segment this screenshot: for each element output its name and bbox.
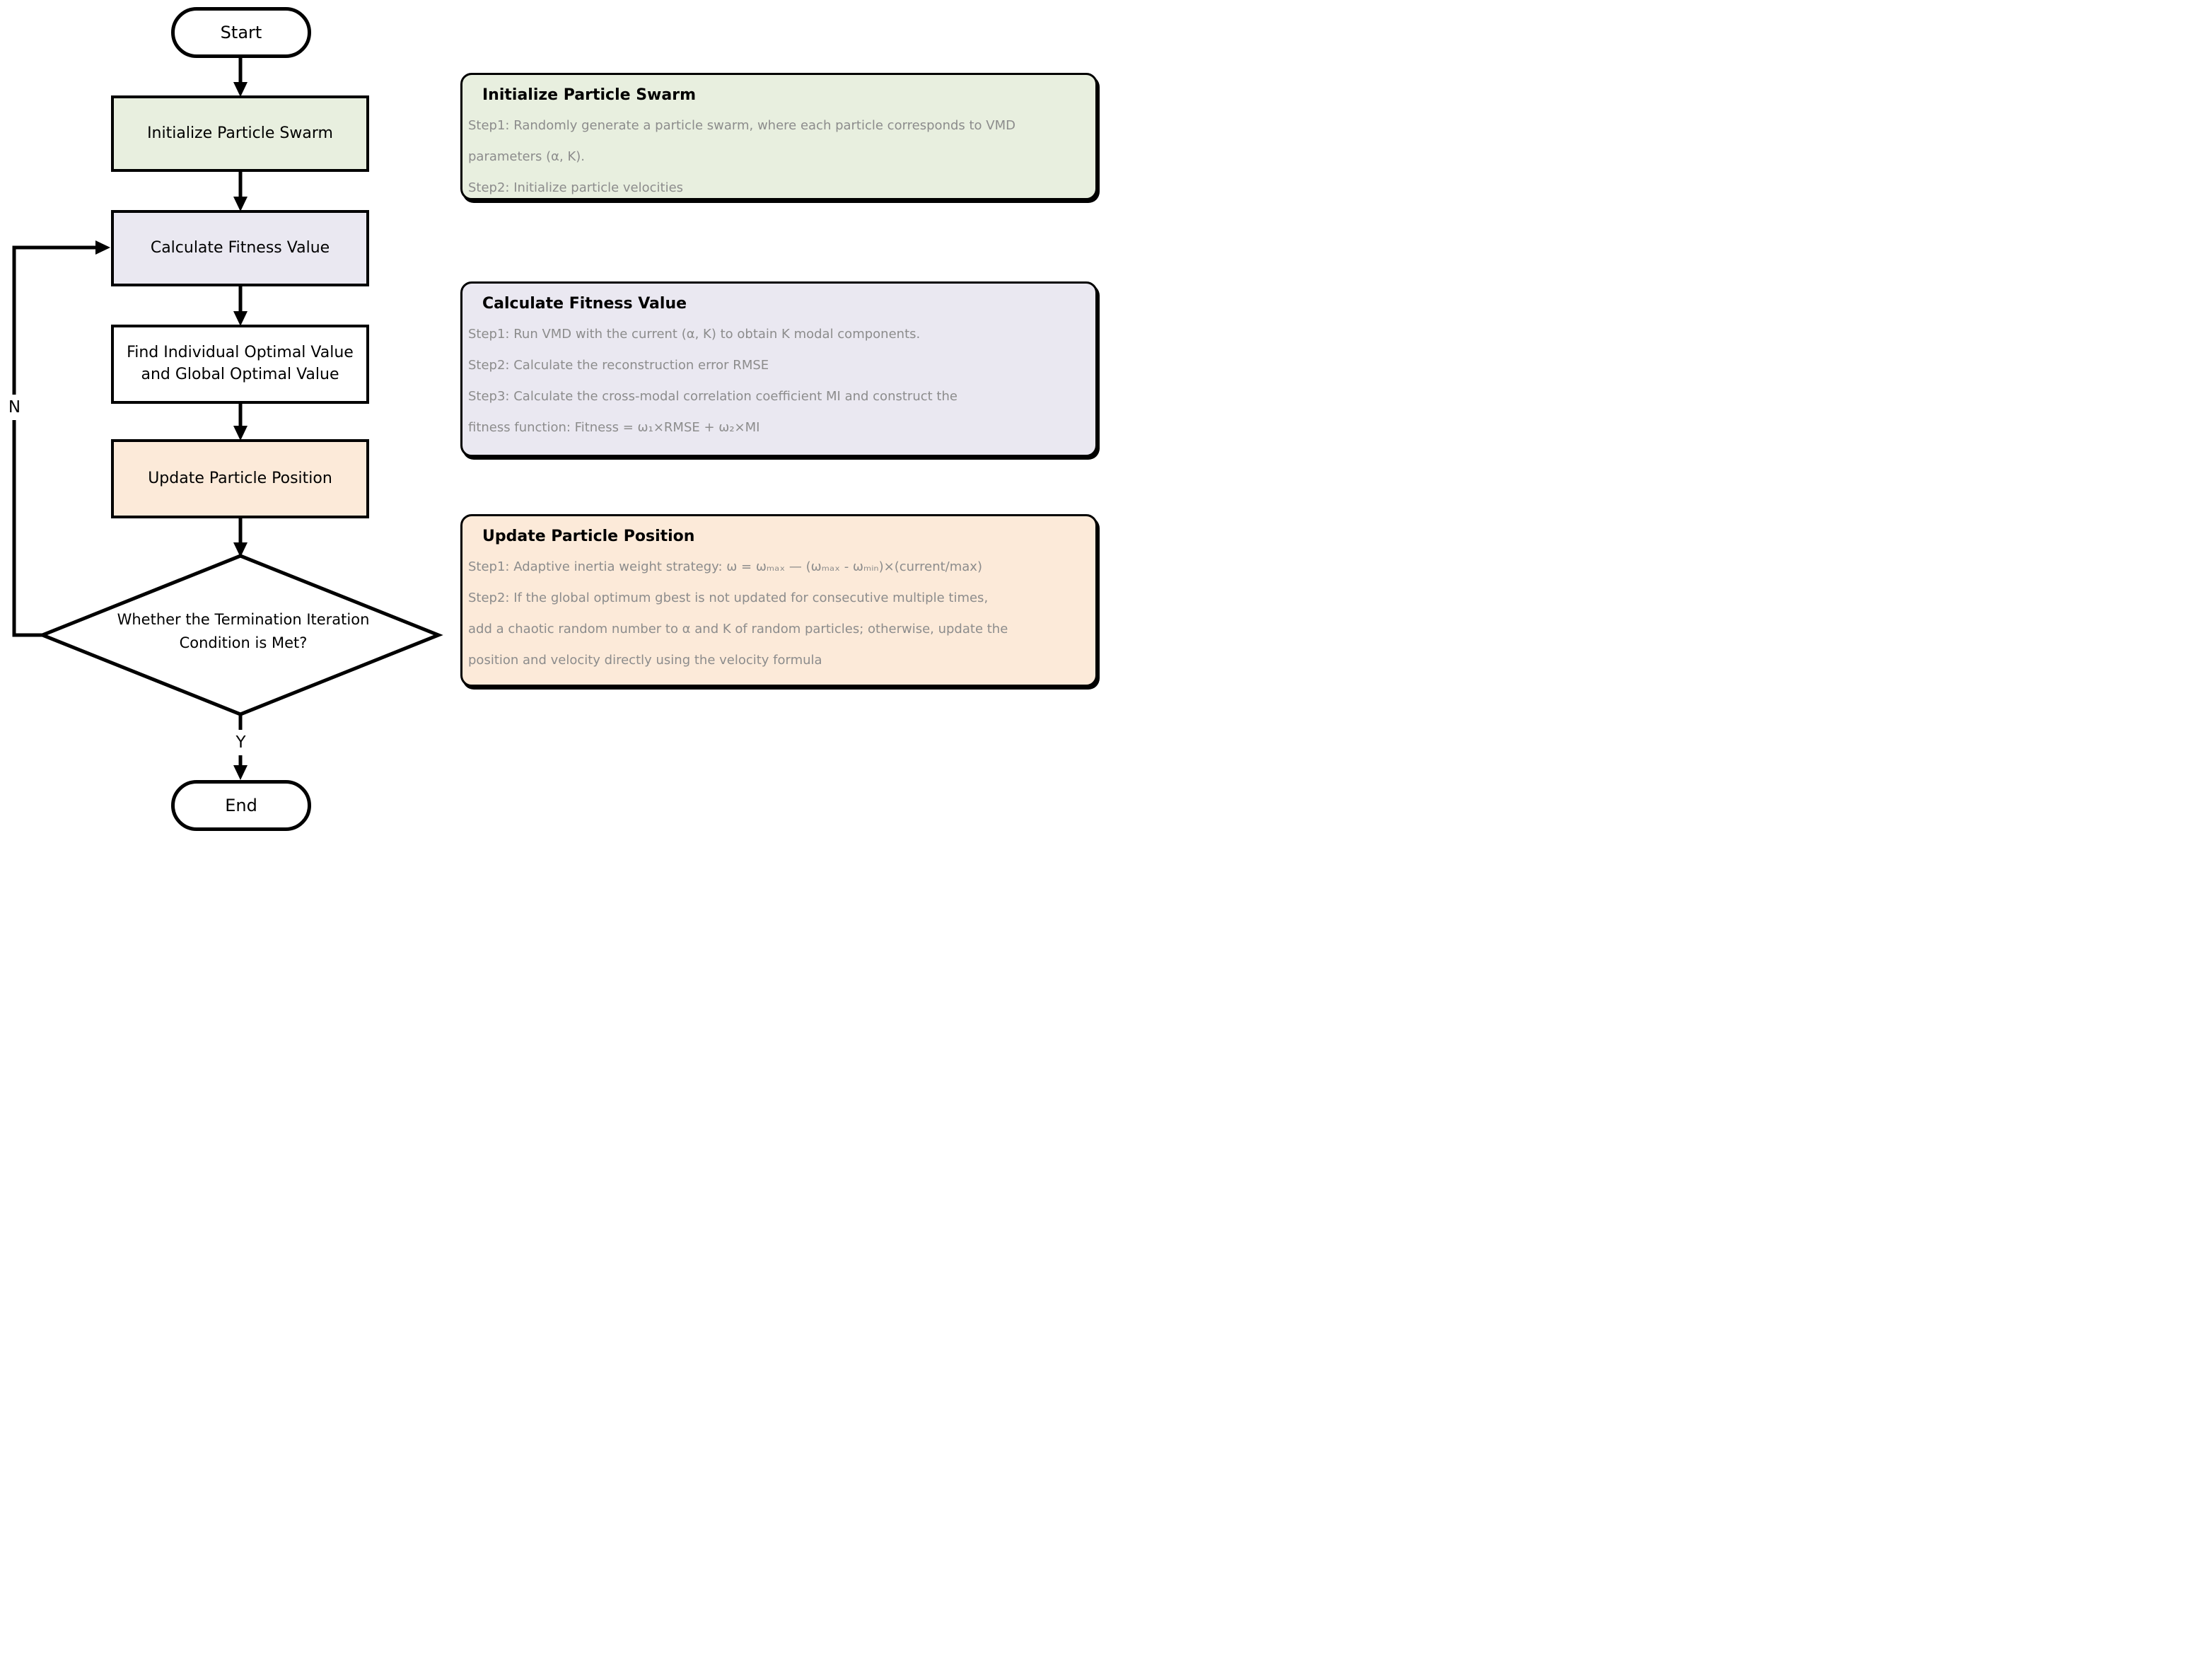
- note-line: Step1: Run VMD with the current (α, K) t…: [468, 327, 921, 342]
- note-body: Step1: Run VMD with the current (α, K) t…: [468, 319, 1095, 443]
- branch-label-yes: Y: [231, 730, 251, 755]
- arrowhead-fitness-to-optimal: [233, 311, 248, 326]
- note-update-particle-position: Update Particle Position Step1: Adaptive…: [460, 514, 1098, 687]
- note-body: Step1: Adaptive inertia weight strategy:…: [468, 552, 1095, 676]
- node-label: Calculate Fitness Value: [150, 238, 330, 257]
- note-initialize-particle-swarm: Initialize Particle Swarm Step1: Randoml…: [460, 73, 1098, 200]
- note-line: Step1: Adaptive inertia weight strategy:…: [468, 559, 982, 574]
- decision-line-2: Condition is Met?: [179, 634, 308, 651]
- arrowhead-initialize-to-fitness: [233, 197, 248, 211]
- note-line: add a chaotic random number to α and K o…: [468, 622, 1008, 636]
- arrowhead-optimal-to-update: [233, 426, 248, 441]
- branch-label-no: N: [4, 395, 25, 420]
- note-line: fitness function: Fitness = ω₁×RMSE + ω₂…: [468, 420, 760, 435]
- decision-text: Whether the Termination Iteration Condit…: [81, 608, 406, 655]
- node-find-optimal-values: Find Individual Optimal Value and Global…: [111, 325, 369, 404]
- note-line: Step3: Calculate the cross-modal correla…: [468, 389, 957, 404]
- end-node: End: [171, 780, 311, 831]
- arrowhead-loop-to-fitness: [95, 240, 110, 255]
- note-calculate-fitness-value: Calculate Fitness Value Step1: Run VMD w…: [460, 281, 1098, 457]
- note-line: Step2: Calculate the reconstruction erro…: [468, 358, 769, 373]
- connector-layer: [12, 57, 443, 780]
- start-node: Start: [171, 7, 311, 58]
- note-line: Step2: If the global optimum gbest is no…: [468, 591, 989, 605]
- node-label: Update Particle Position: [148, 469, 332, 487]
- note-line: position and velocity directly using the…: [468, 653, 822, 668]
- node-initialize-particle-swarm: Initialize Particle Swarm: [111, 95, 369, 172]
- note-line: Step1: Randomly generate a particle swar…: [468, 118, 1015, 133]
- arrowhead-decision-to-end: [233, 765, 248, 780]
- note-line: parameters (α, K).: [468, 149, 586, 164]
- note-title: Calculate Fitness Value: [482, 295, 687, 313]
- node-label: Find Individual Optimal Value and Global…: [127, 344, 354, 383]
- arrowhead-update-to-decision: [233, 542, 248, 557]
- node-update-particle-position: Update Particle Position: [111, 439, 369, 518]
- start-label: Start: [220, 23, 262, 42]
- note-body: Step1: Randomly generate a particle swar…: [468, 110, 1095, 204]
- flowchart-canvas: Start End Initialize Particle Swarm Calc…: [0, 0, 1106, 834]
- loop-decision-to-fitness: [12, 245, 96, 637]
- end-label: End: [225, 796, 257, 815]
- arrowhead-start-to-initialize: [233, 82, 248, 97]
- node-calculate-fitness-value: Calculate Fitness Value: [111, 210, 369, 286]
- node-label: Initialize Particle Swarm: [147, 124, 333, 142]
- decision-line-1: Whether the Termination Iteration: [117, 611, 370, 628]
- note-title: Update Particle Position: [482, 528, 695, 545]
- note-line: Step2: Initialize particle velocities: [468, 180, 684, 195]
- note-title: Initialize Particle Swarm: [482, 86, 696, 104]
